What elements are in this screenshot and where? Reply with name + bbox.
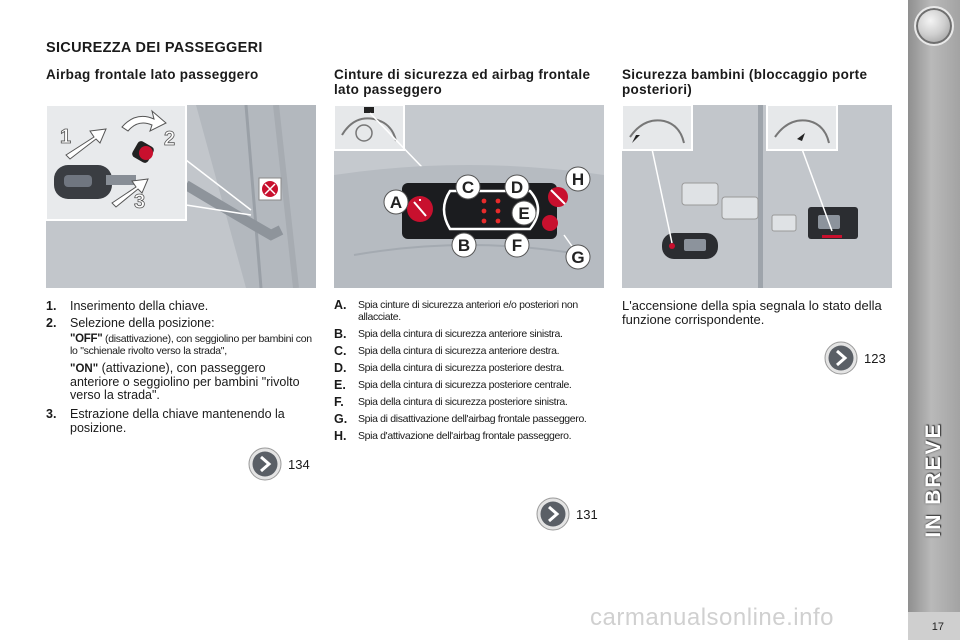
arrow-right-icon — [824, 341, 858, 375]
airbag-title: Airbag frontale lato passeggero — [46, 67, 259, 82]
legend-f: F.Spia della cintura di sicurezza poster… — [334, 395, 568, 409]
callout-2: 2 — [164, 128, 175, 150]
step-2: 2.Selezione della posizione: — [46, 316, 215, 330]
legend-e: E.Spia della cintura di sicurezza poster… — [334, 378, 572, 392]
page-ref-number: 134 — [288, 457, 310, 472]
page-ref-number: 123 — [864, 351, 886, 366]
callout-3: 3 — [134, 191, 145, 213]
legend-g: G.Spia di disattivazione dell'airbag fro… — [334, 412, 587, 426]
arrow-right-icon — [536, 497, 570, 531]
airbag-steps: 1.Inserimento della chiave. 2.Selezione … — [46, 299, 316, 438]
sidebar-label: IN BREVE — [922, 422, 945, 538]
callout-d: D — [511, 178, 523, 197]
child-lock-illustration — [622, 105, 892, 288]
callout-h: H — [572, 170, 584, 189]
watermark: carmanualsonline.info — [590, 604, 834, 631]
airbag-deactivation-icon — [542, 215, 558, 231]
page-number: 17 — [908, 612, 960, 640]
sidebar: IN BREVE — [908, 0, 960, 640]
on-description: "ON" (attivazione), con passeggero anter… — [70, 361, 300, 402]
callout-a: A — [390, 193, 402, 212]
warning-light-legend: A.Spia cinture di sicurezza anteriori e/… — [334, 299, 604, 447]
callout-e: E — [518, 204, 529, 223]
callout-1: 1 — [60, 126, 71, 148]
legend-b: B.Spia della cintura di sicurezza anteri… — [334, 327, 563, 341]
legend-a: A.Spia cinture di sicurezza anteriori e/… — [334, 298, 578, 323]
callout-b: B — [458, 236, 470, 255]
page-ref-134[interactable]: 134 — [248, 447, 328, 481]
step-1: 1.Inserimento della chiave. — [46, 299, 209, 313]
callout-layer: A B C D E F G H — [383, 166, 591, 270]
legend-h: H.Spia d'attivazione dell'airbag frontal… — [334, 429, 572, 443]
belts-title: Cinture di sicurezza ed airbag frontale … — [334, 67, 591, 97]
child-lock-description: L'accensione della spia segnala lo stato… — [622, 298, 882, 327]
legend-d: D.Spia della cintura di sicurezza poster… — [334, 361, 565, 375]
logo-circle-icon — [914, 6, 954, 46]
off-description: "OFF" (disattivazione), con seggiolino p… — [70, 333, 312, 357]
airbag-key-illustration: 1 2 3 — [46, 105, 316, 288]
page-ref-131[interactable]: 131 — [536, 497, 616, 531]
callout-c: C — [462, 178, 474, 197]
legend-c: C.Spia della cintura di sicurezza anteri… — [334, 344, 560, 358]
section-title: SICUREZZA DEI PASSEGGERI — [46, 40, 263, 56]
child-title: Sicurezza bambini (bloccaggio porte post… — [622, 67, 868, 97]
callout-f: F — [512, 236, 522, 255]
page-ref-number: 131 — [576, 507, 598, 522]
arrow-right-icon — [248, 447, 282, 481]
step-3: 3.Estrazione della chiave mantenendo la … — [46, 407, 285, 435]
callout-g: G — [571, 248, 584, 267]
page-ref-123[interactable]: 123 — [824, 341, 904, 375]
